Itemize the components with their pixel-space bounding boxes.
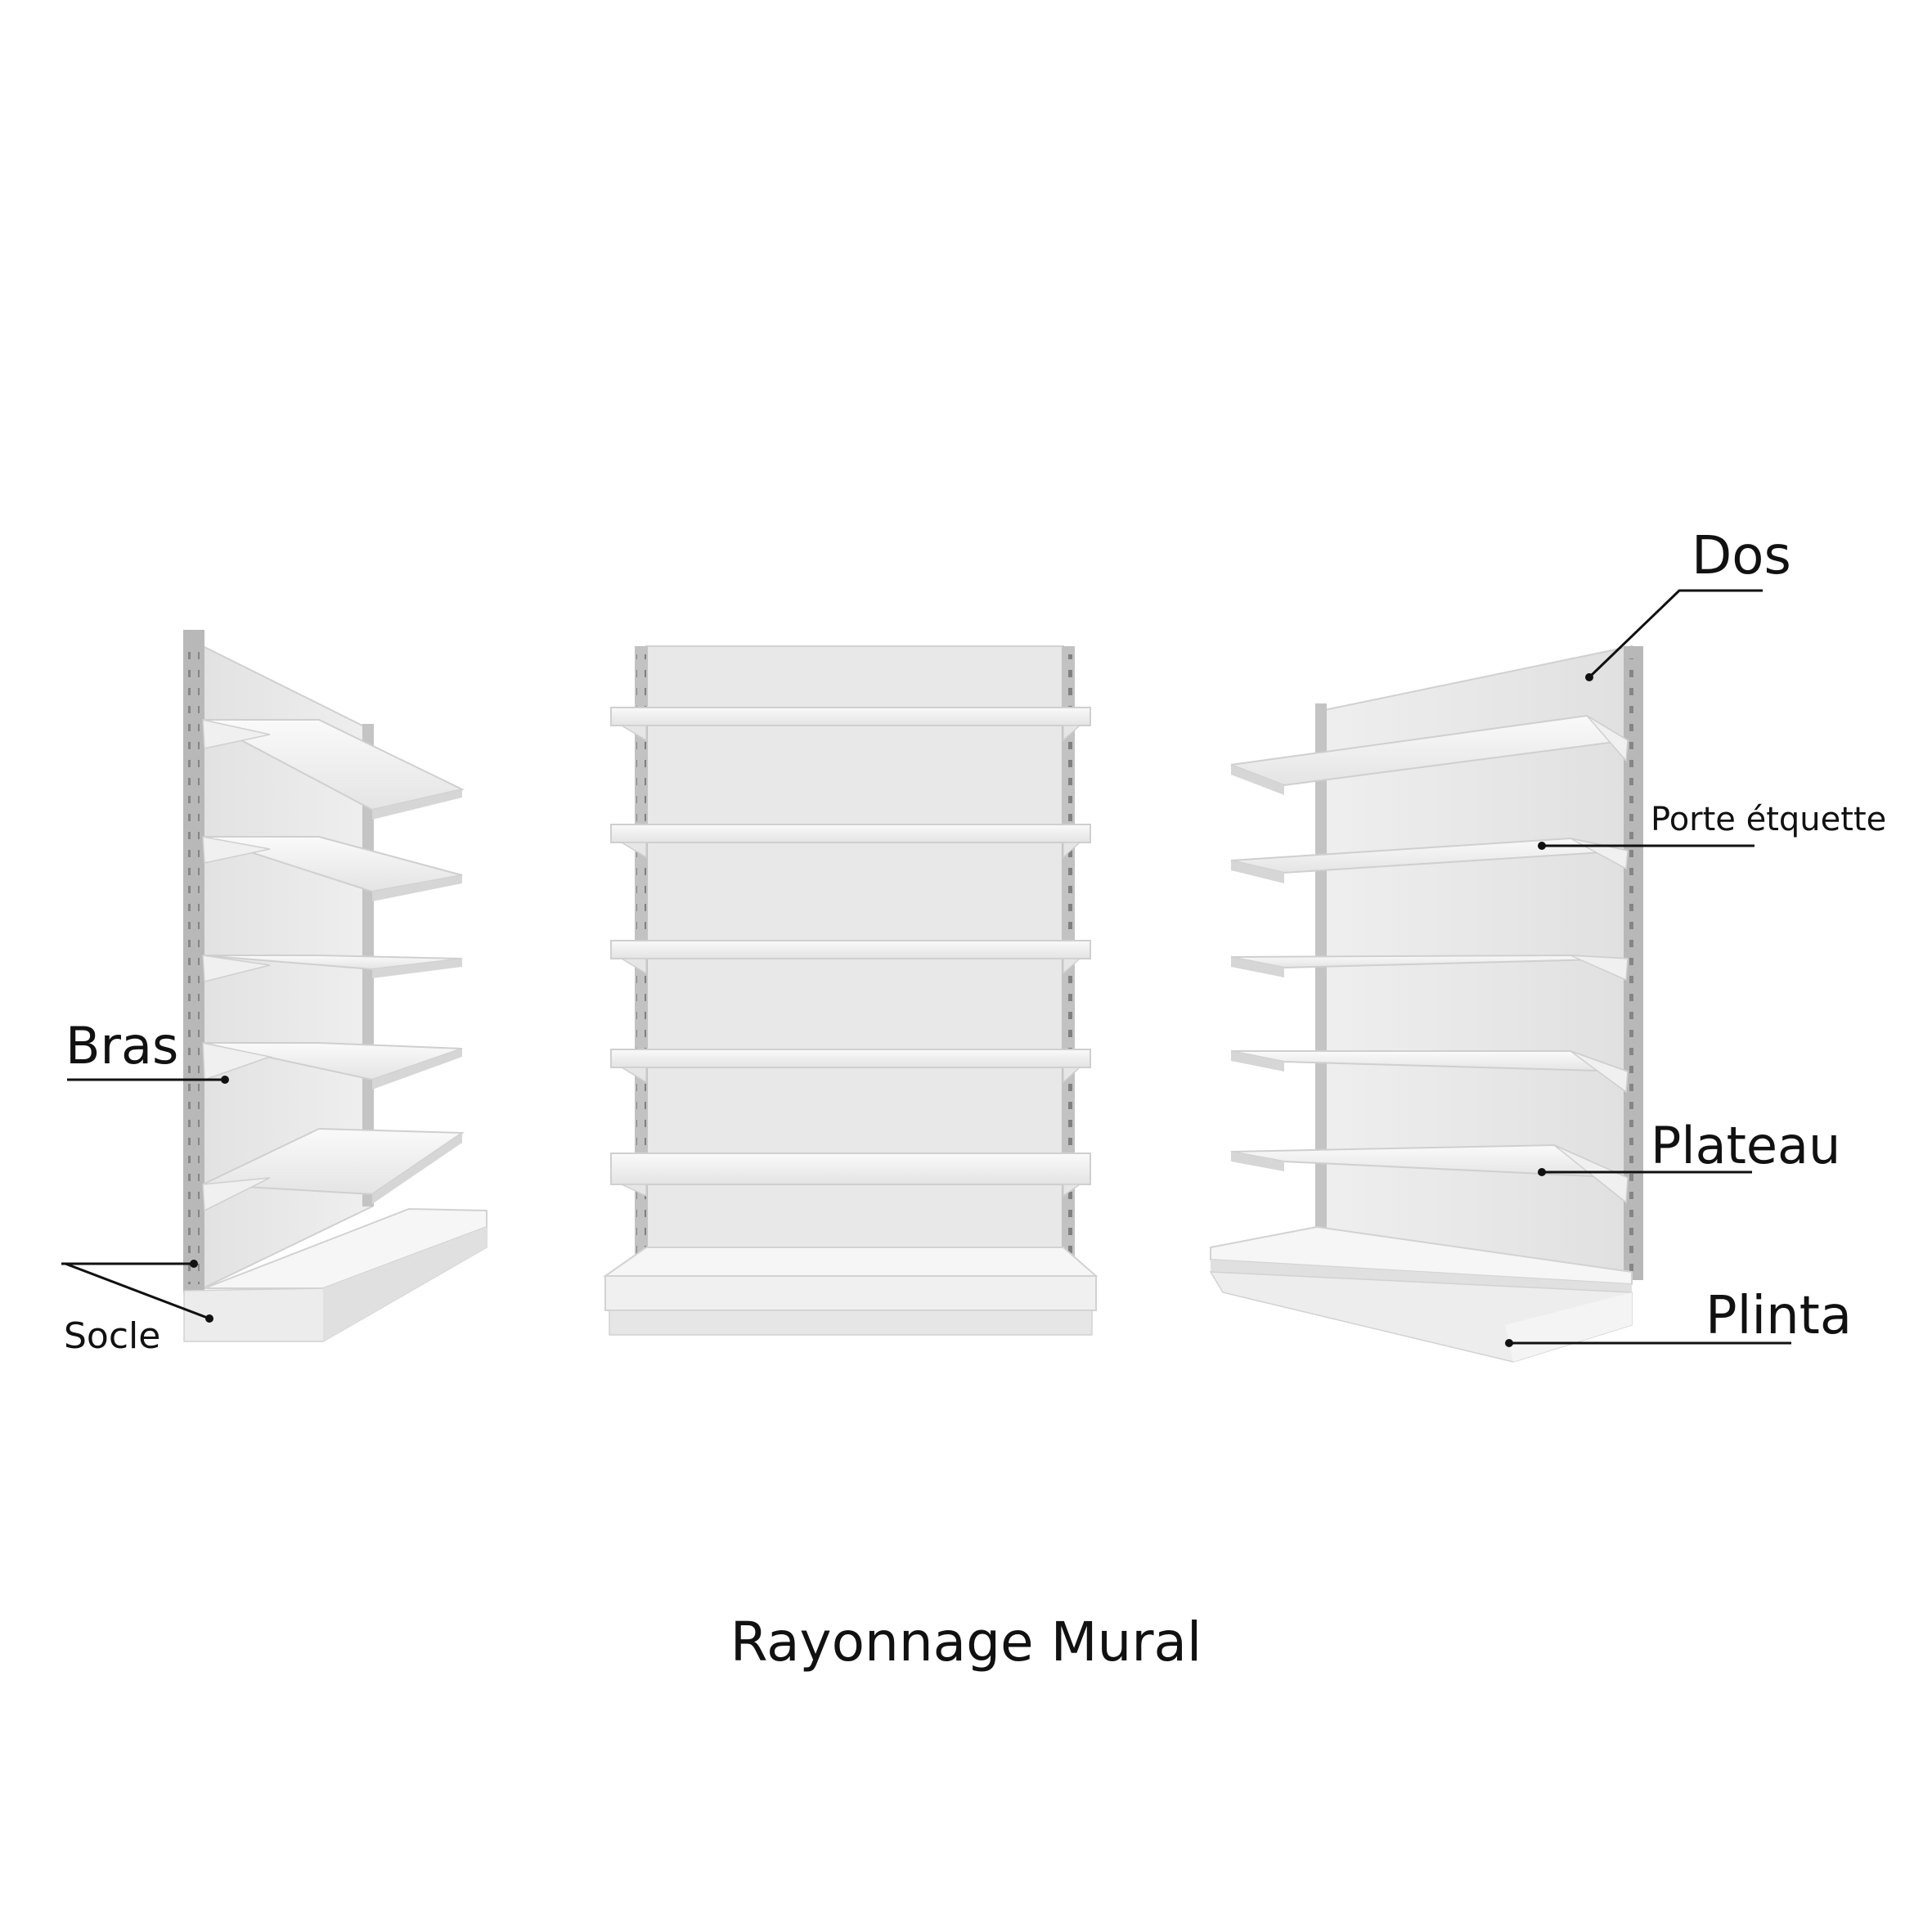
left-shelf-5 — [202, 1127, 465, 1212]
center-shelving-unit — [602, 645, 1099, 1336]
right-shelf-4 — [1230, 1050, 1629, 1094]
right-shelf-3 — [1230, 954, 1629, 982]
plateau-dot — [1538, 1168, 1546, 1176]
center-shelf-2 — [610, 824, 1091, 859]
right-shelf-1 — [1230, 714, 1630, 795]
caption: Rayonnage Mural — [730, 1611, 1202, 1674]
right-shelf-5 — [1230, 1143, 1629, 1204]
label-bras: Bras — [65, 1016, 179, 1076]
bras-dot — [221, 1076, 229, 1084]
leader-lines — [61, 589, 1791, 1345]
right-shelving-unit — [1209, 645, 1643, 1363]
label-dos: Dos — [1692, 526, 1791, 586]
left-base — [183, 1207, 487, 1342]
left-shelf-4 — [202, 1042, 463, 1090]
socle-dot-lower — [205, 1314, 213, 1323]
center-shelf-1 — [610, 707, 1091, 742]
left-shelf-3 — [202, 955, 463, 982]
center-shelf-5 — [610, 1152, 1091, 1197]
label-plateau: Plateau — [1651, 1116, 1841, 1175]
porte-etiquette-dot — [1538, 842, 1546, 850]
center-shelf-3 — [610, 940, 1091, 975]
right-rear-upright — [1315, 703, 1327, 1235]
socle-leader-lower — [65, 1262, 210, 1320]
label-plinta: Plinta — [1705, 1286, 1853, 1346]
leader-dots — [190, 673, 1593, 1347]
left-shelf-1 — [202, 719, 465, 820]
label-socle: Socle — [64, 1315, 161, 1357]
left-shelving-unit — [183, 630, 487, 1342]
label-porte-etiquette: Porte étquette — [1651, 801, 1887, 838]
center-shelf-4 — [610, 1049, 1091, 1084]
center-base — [602, 1247, 1099, 1336]
dos-leader — [1588, 589, 1763, 679]
plinta-dot — [1505, 1339, 1513, 1347]
dos-dot — [1585, 673, 1593, 681]
left-shelf-2 — [202, 836, 463, 901]
socle-dot-upper — [190, 1260, 198, 1268]
